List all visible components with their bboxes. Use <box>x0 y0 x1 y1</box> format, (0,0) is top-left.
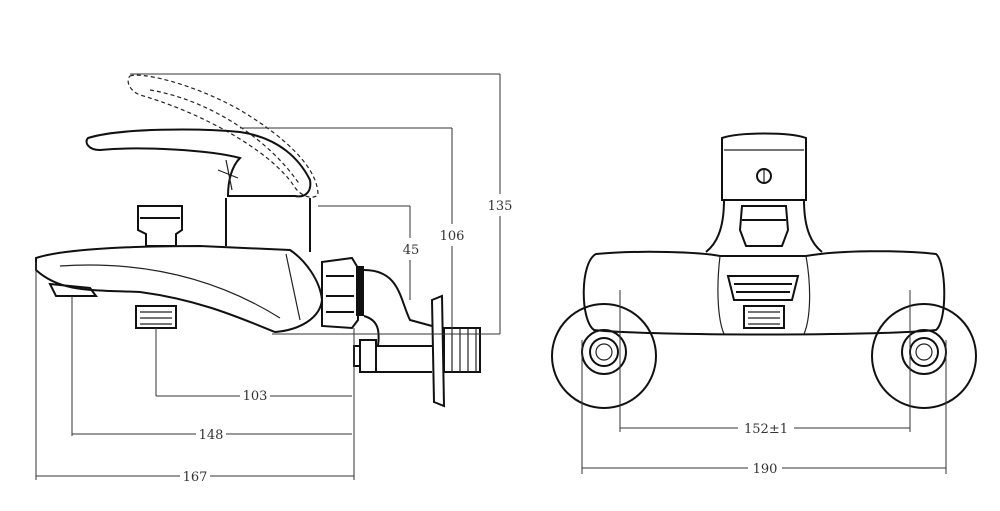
lever-cap <box>721 132 807 201</box>
lever-handle <box>85 128 312 198</box>
inlet-pipe <box>376 345 432 373</box>
indicator-icon <box>756 168 772 184</box>
vertical-dim-lines <box>130 73 501 335</box>
right-inlet-nut <box>901 329 947 375</box>
dim-overall-width: 190 <box>753 462 778 477</box>
wall-thread-lines <box>451 328 477 372</box>
front-aerator <box>726 275 800 301</box>
body-neck <box>225 198 311 252</box>
thread-lines <box>140 311 172 325</box>
lever-raised-outline <box>127 74 319 198</box>
inlet-valve <box>353 339 377 373</box>
connection-nut <box>321 256 359 330</box>
eccentric-connector <box>363 269 433 347</box>
spout-aerator <box>48 282 98 297</box>
dim-overall-length: 167 <box>183 470 208 485</box>
dim-spout-outlet: 103 <box>243 389 268 404</box>
diverter-knob <box>137 205 183 247</box>
dim-spout-tip: 148 <box>199 428 224 443</box>
spout-highlight <box>59 264 281 319</box>
spout-body <box>35 244 324 334</box>
wall-thread <box>443 327 481 373</box>
right-wall-flange <box>871 303 977 409</box>
mixer-body <box>582 250 946 336</box>
wall-flange <box>430 294 446 408</box>
body-center-section <box>717 255 811 335</box>
dim-outlet-offset: 45 <box>403 243 420 258</box>
outlet-thread <box>135 305 177 329</box>
front-outlet-thread <box>743 305 785 329</box>
horizontal-dim-lines <box>35 262 355 480</box>
left-wall-flange <box>551 303 657 409</box>
front-thread-lines <box>748 311 780 325</box>
spout-edge <box>285 253 301 321</box>
front-view: 152±1 190 <box>551 132 977 477</box>
neck <box>705 199 823 253</box>
front-diverter-knob <box>738 205 790 247</box>
left-inlet-nut <box>581 329 627 375</box>
nut-seal <box>356 266 364 316</box>
dim-handle-height: 106 <box>440 229 465 244</box>
lever-raised-inner <box>149 89 301 186</box>
dim-inlet-spacing: 152±1 <box>744 422 788 437</box>
rotation-arrow <box>217 159 239 191</box>
side-view: 135 106 45 103 148 167 <box>35 73 514 485</box>
dim-overall-height: 135 <box>488 199 513 214</box>
